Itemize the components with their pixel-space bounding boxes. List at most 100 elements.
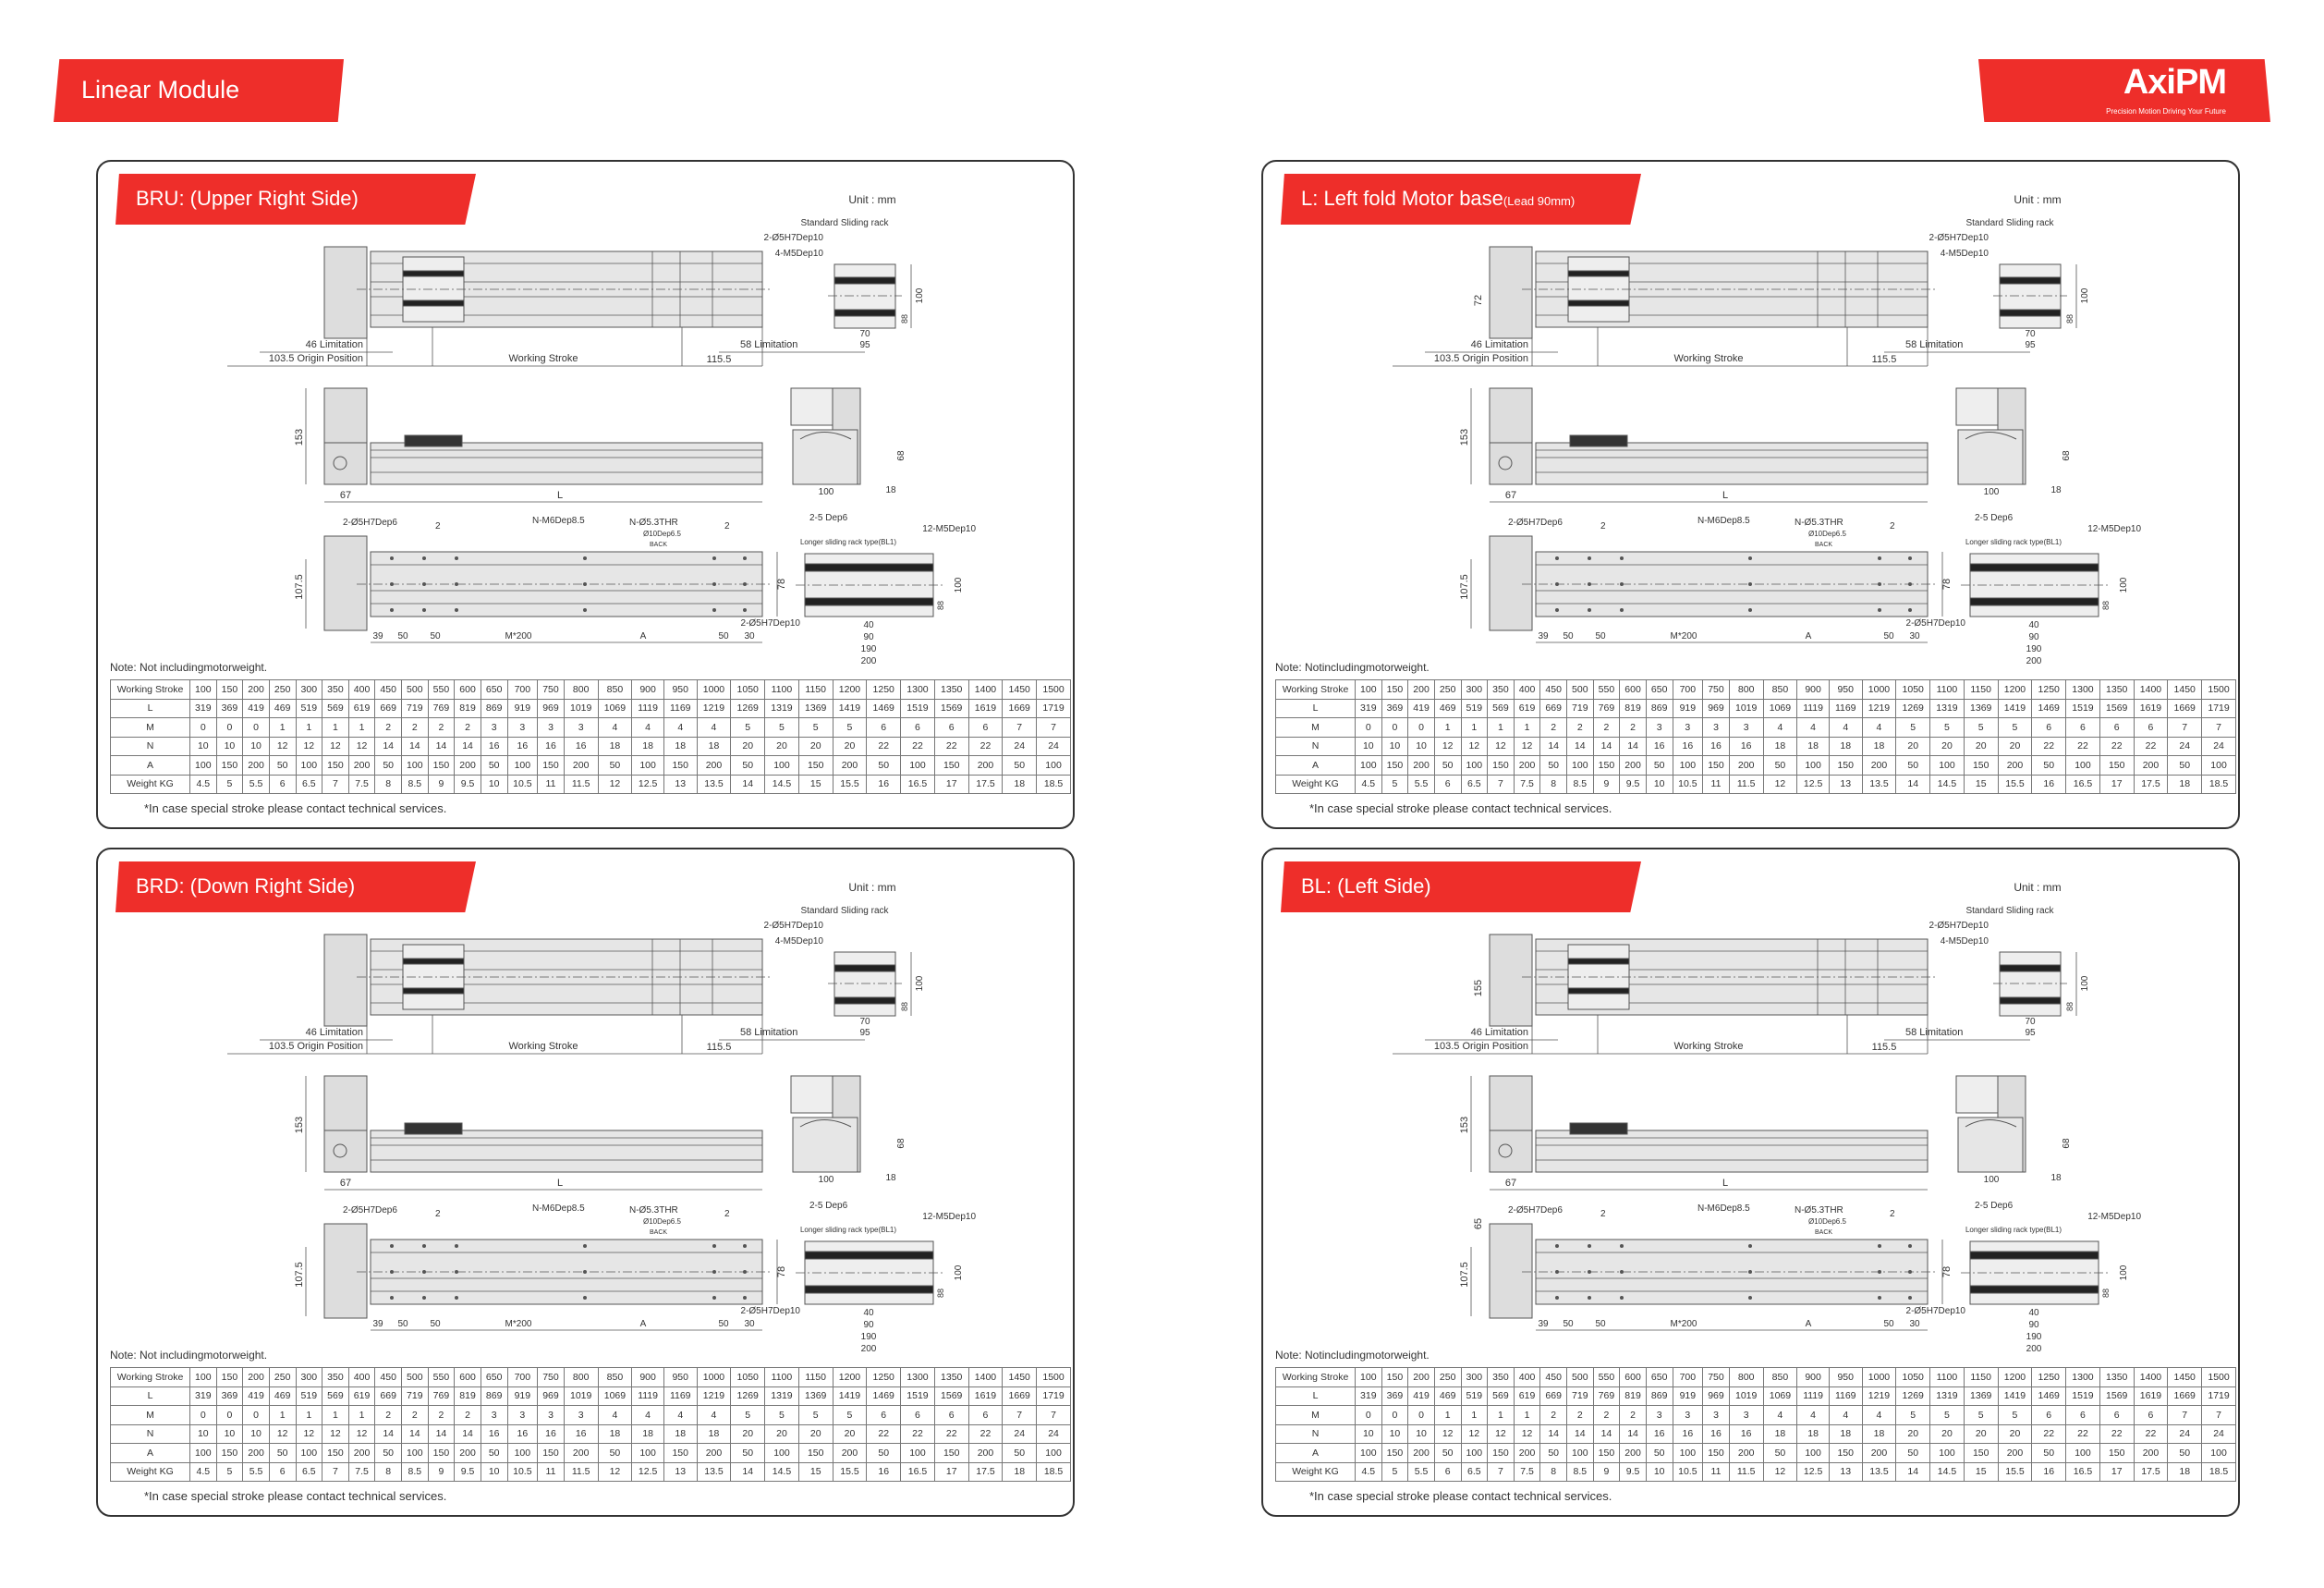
motor <box>1489 535 1533 631</box>
table-cell: 319 <box>189 698 217 718</box>
table-cell: 17 <box>933 1461 969 1482</box>
table-cell: 150 <box>215 1367 244 1387</box>
dim-label: 2-5 Dep6 <box>809 1201 848 1211</box>
bar <box>1969 1285 2099 1294</box>
table-cell: 100 <box>1355 755 1382 776</box>
table-cell: 4.5 <box>189 1461 217 1482</box>
table-cell: 4 <box>1828 717 1863 738</box>
section-header: Linear Module <box>54 59 344 122</box>
dim-label: 70 <box>2025 329 2036 339</box>
table-cell: 6 <box>2133 1405 2169 1425</box>
table-cell: 4 <box>663 717 698 738</box>
bar <box>1969 597 2099 606</box>
table-cell: 9.5 <box>454 774 481 794</box>
dim-label: N-M6Dep8.5 <box>1697 516 1750 526</box>
bar <box>1999 309 2062 317</box>
table-cell: 250 <box>1433 1367 1462 1387</box>
table-cell: 200 <box>454 1443 481 1463</box>
dim-label: Ø10Dep6.5 <box>1808 530 1846 538</box>
dim-label: 88 <box>2101 601 2111 610</box>
table-cell: 24 <box>2167 1423 2203 1444</box>
table-cell: 12.5 <box>631 774 664 794</box>
table-cell: 50 <box>866 755 902 776</box>
mount-hole <box>1748 608 1752 612</box>
table-cell: 150 <box>2099 755 2135 776</box>
table-cell: 100 <box>1672 1443 1704 1463</box>
table-cell: 100 <box>295 755 323 776</box>
table-cell: 14 <box>1895 1461 1931 1482</box>
table-cell: 1 <box>347 717 376 738</box>
table-cell: 319 <box>1355 698 1382 718</box>
table-cell: 150 <box>215 1443 244 1463</box>
table-cell: 12.5 <box>1796 774 1830 794</box>
table-cell: 20 <box>1929 1423 1965 1444</box>
table-cell: 1100 <box>1929 679 1965 700</box>
table-cell: 15.5 <box>1997 774 2033 794</box>
table-cell: 769 <box>1592 1386 1621 1406</box>
table-cell: 10 <box>242 1423 270 1444</box>
table-cell: 15.5 <box>832 774 868 794</box>
table-cell: 18 <box>597 736 633 756</box>
row-header: Working Stroke <box>1275 1367 1356 1387</box>
carriage <box>1569 434 1628 447</box>
table-cell: 100 <box>189 679 217 700</box>
table-cell: 17 <box>2099 1461 2135 1482</box>
dim-label: 190 <box>2026 644 2042 654</box>
table-cell: 2 <box>427 717 456 738</box>
table-cell: 10 <box>215 736 244 756</box>
table-cell: 6 <box>933 1405 969 1425</box>
table-cell: 200 <box>1861 755 1897 776</box>
table-cell: 769 <box>427 698 456 718</box>
table-cell: 50 <box>374 1443 402 1463</box>
table-cell: 16 <box>1645 1423 1673 1444</box>
table-cell: 4 <box>663 1405 698 1425</box>
dim-label: 68 <box>896 1138 906 1149</box>
table-cell: 18.5 <box>1036 774 1071 794</box>
dim-label: 2-Ø5H7Dep10 <box>741 1306 801 1316</box>
table-cell: 14.5 <box>1929 774 1965 794</box>
table-cell: 1000 <box>696 679 732 700</box>
row-header: Weight KG <box>1275 774 1356 794</box>
table-cell: 18.5 <box>2201 1461 2236 1482</box>
table-cell: 13.5 <box>1861 1461 1897 1482</box>
table-cell: 1069 <box>1762 698 1798 718</box>
dim-label: 50 <box>1595 631 1606 641</box>
table-cell: 1 <box>295 1405 323 1425</box>
dim-label: 39 <box>1538 631 1549 641</box>
table-cell: 12 <box>1762 774 1798 794</box>
dim-label: 2 <box>1600 1209 1606 1219</box>
table-cell: 1119 <box>1796 1386 1830 1406</box>
table-cell: 869 <box>480 698 508 718</box>
table-cell: 20 <box>764 1423 799 1444</box>
table-cell: 50 <box>1539 755 1567 776</box>
dim-label: N-M6Dep8.5 <box>532 516 585 526</box>
table-cell: 150 <box>427 1443 456 1463</box>
bar <box>804 597 934 606</box>
table-cell: 12 <box>1460 736 1489 756</box>
table-cell: 5 <box>764 1405 799 1425</box>
table-cell: 6.5 <box>1460 1461 1489 1482</box>
table-cell: 50 <box>730 755 766 776</box>
table-cell: 100 <box>2065 755 2100 776</box>
table-cell: 100 <box>1796 1443 1830 1463</box>
table-cell: 6 <box>2065 717 2100 738</box>
table-cell: 1119 <box>631 698 664 718</box>
table-cell: 0 <box>242 717 270 738</box>
row-header: N <box>110 1423 190 1444</box>
table-cell: 7 <box>322 1461 349 1482</box>
dim-label: 70 <box>859 1017 870 1027</box>
table-cell: 12 <box>1460 1423 1489 1444</box>
dim-label: 153 <box>1459 429 1470 446</box>
table-cell: 1450 <box>1002 1367 1038 1387</box>
table-cell: 1 <box>1513 1405 1541 1425</box>
table-cell: 100 <box>189 755 217 776</box>
table-cell: 7 <box>1002 1405 1038 1425</box>
table-cell: 669 <box>374 698 402 718</box>
table-cell: 1319 <box>1929 698 1965 718</box>
dim-label: 4-M5Dep10 <box>775 936 824 947</box>
motor-block <box>1489 934 1533 1027</box>
table-cell: 150 <box>1381 1443 1409 1463</box>
table-cell: 1 <box>295 717 323 738</box>
